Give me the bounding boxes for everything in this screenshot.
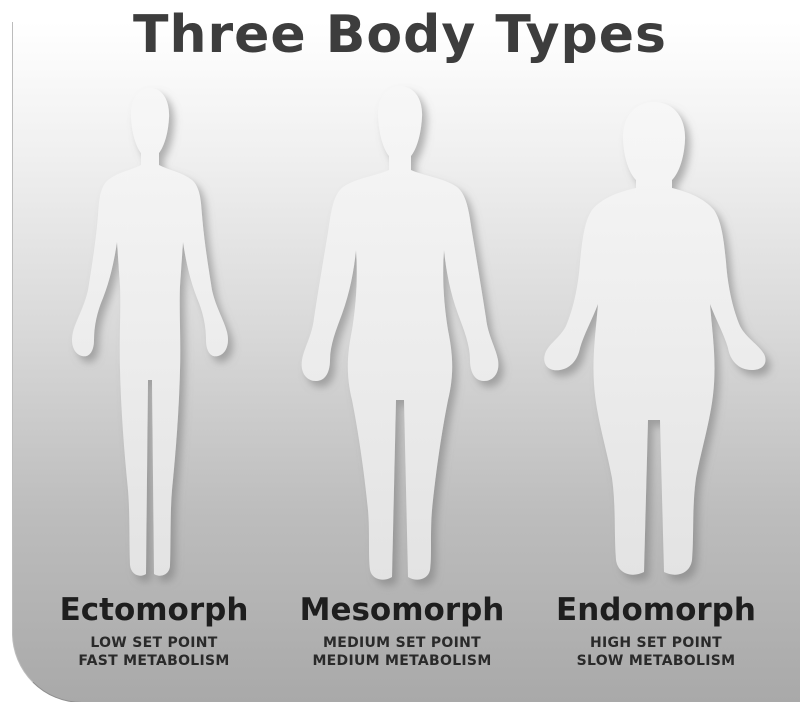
endomorph-label-block: Endomorph HIGH SET POINT SLOW METABOLISM — [526, 590, 786, 670]
endomorph-name: Endomorph — [526, 590, 786, 630]
mesomorph-label-block: Mesomorph MEDIUM SET POINT MEDIUM METABO… — [272, 590, 532, 670]
endomorph-figure — [544, 102, 765, 575]
ectomorph-set-point: LOW SET POINT — [24, 634, 284, 652]
ectomorph-figure — [72, 88, 228, 576]
endomorph-body — [544, 102, 765, 575]
mesomorph-name: Mesomorph — [272, 590, 532, 630]
endomorph-metabolism: SLOW METABOLISM — [526, 652, 786, 670]
mesomorph-metabolism: MEDIUM METABOLISM — [272, 652, 532, 670]
endomorph-set-point: HIGH SET POINT — [526, 634, 786, 652]
mesomorph-set-point: MEDIUM SET POINT — [272, 634, 532, 652]
ectomorph-label-block: Ectomorph LOW SET POINT FAST METABOLISM — [24, 590, 284, 670]
mesomorph-body — [302, 86, 499, 580]
ectomorph-metabolism: FAST METABOLISM — [24, 652, 284, 670]
ectomorph-name: Ectomorph — [24, 590, 284, 630]
ectomorph-body — [72, 88, 228, 576]
mesomorph-figure — [302, 86, 499, 580]
